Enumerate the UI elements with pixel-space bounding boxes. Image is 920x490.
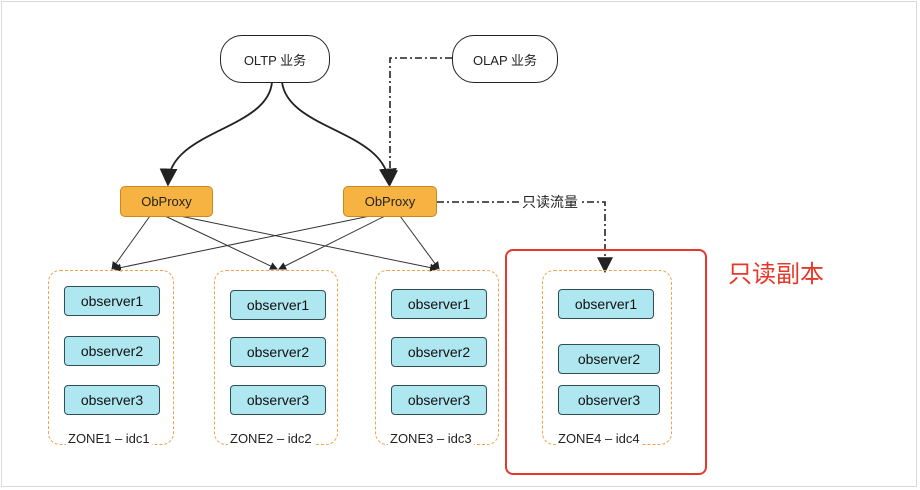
edge-oltp-proxy2: [281, 81, 397, 187]
readonly-replica-title: 只读副本: [728, 260, 824, 288]
observer-label: observer2: [80, 343, 144, 359]
zone-4-observer-2: observer2: [558, 344, 660, 374]
edge-proxy2-zone1: [113, 215, 371, 272]
zone-1-label: ZONE1 – idc1: [66, 431, 152, 446]
edge-olap-proxy2: [382, 57, 452, 187]
olap-client-label: OLAP 业务: [472, 52, 538, 68]
observer-label: observer1: [574, 296, 638, 312]
zone-3-observer-2: observer2: [391, 337, 487, 367]
edge-proxy1-zone2: [164, 215, 278, 270]
oltp-client-label: OLTP 业务: [243, 52, 307, 68]
readonly-traffic-label: 只读流量: [520, 192, 580, 212]
zone-3-observer-1: observer1: [391, 289, 487, 319]
observer-label: observer1: [80, 293, 144, 309]
zone-2-observer-3: observer3: [230, 385, 326, 415]
oltp-client: OLTP 业务: [220, 35, 330, 83]
zone-4-label: ZONE4 – idc4: [556, 431, 642, 446]
observer-label: observer3: [80, 392, 144, 408]
obproxy-2-label: ObProxy: [364, 194, 416, 209]
edge-proxy1-zone1: [111, 215, 151, 270]
zone-2-observer-1: observer1: [230, 290, 326, 320]
zone-2-label: ZONE2 – idc2: [228, 431, 314, 446]
observer-label: observer2: [577, 351, 641, 367]
zone-4-observer-1: observer1: [558, 289, 654, 319]
edge-oltp-proxy1: [159, 81, 273, 187]
obproxy-1-label: ObProxy: [141, 194, 192, 209]
zone-2-observer-2: observer2: [230, 337, 326, 367]
obproxy-2: ObProxy: [343, 186, 437, 217]
observer-label: observer1: [246, 297, 310, 313]
zone-1-observer-2: observer2: [64, 336, 160, 366]
observer-label: observer1: [407, 296, 471, 312]
obproxy-1: ObProxy: [120, 186, 213, 217]
zone-3-label: ZONE3 – idc3: [388, 431, 474, 446]
observer-label: observer3: [577, 392, 641, 408]
edge-proxy2-zone4: [437, 201, 613, 274]
edge-proxy1-zone3: [179, 215, 438, 272]
zone-1-observer-3: observer3: [64, 385, 160, 415]
observer-label: observer2: [246, 344, 310, 360]
observer-label: observer2: [407, 344, 471, 360]
observer-label: observer3: [246, 392, 310, 408]
zone-1-observer-1: observer1: [64, 286, 160, 316]
olap-client: OLAP 业务: [452, 35, 558, 83]
edge-proxy2-zone3: [399, 215, 440, 270]
zone-4-observer-3: observer3: [558, 385, 660, 415]
readonly-replica-box: [505, 249, 707, 475]
zone-3-observer-3: observer3: [391, 385, 487, 415]
observer-label: observer3: [407, 392, 471, 408]
edge-proxy2-zone2: [278, 215, 386, 270]
